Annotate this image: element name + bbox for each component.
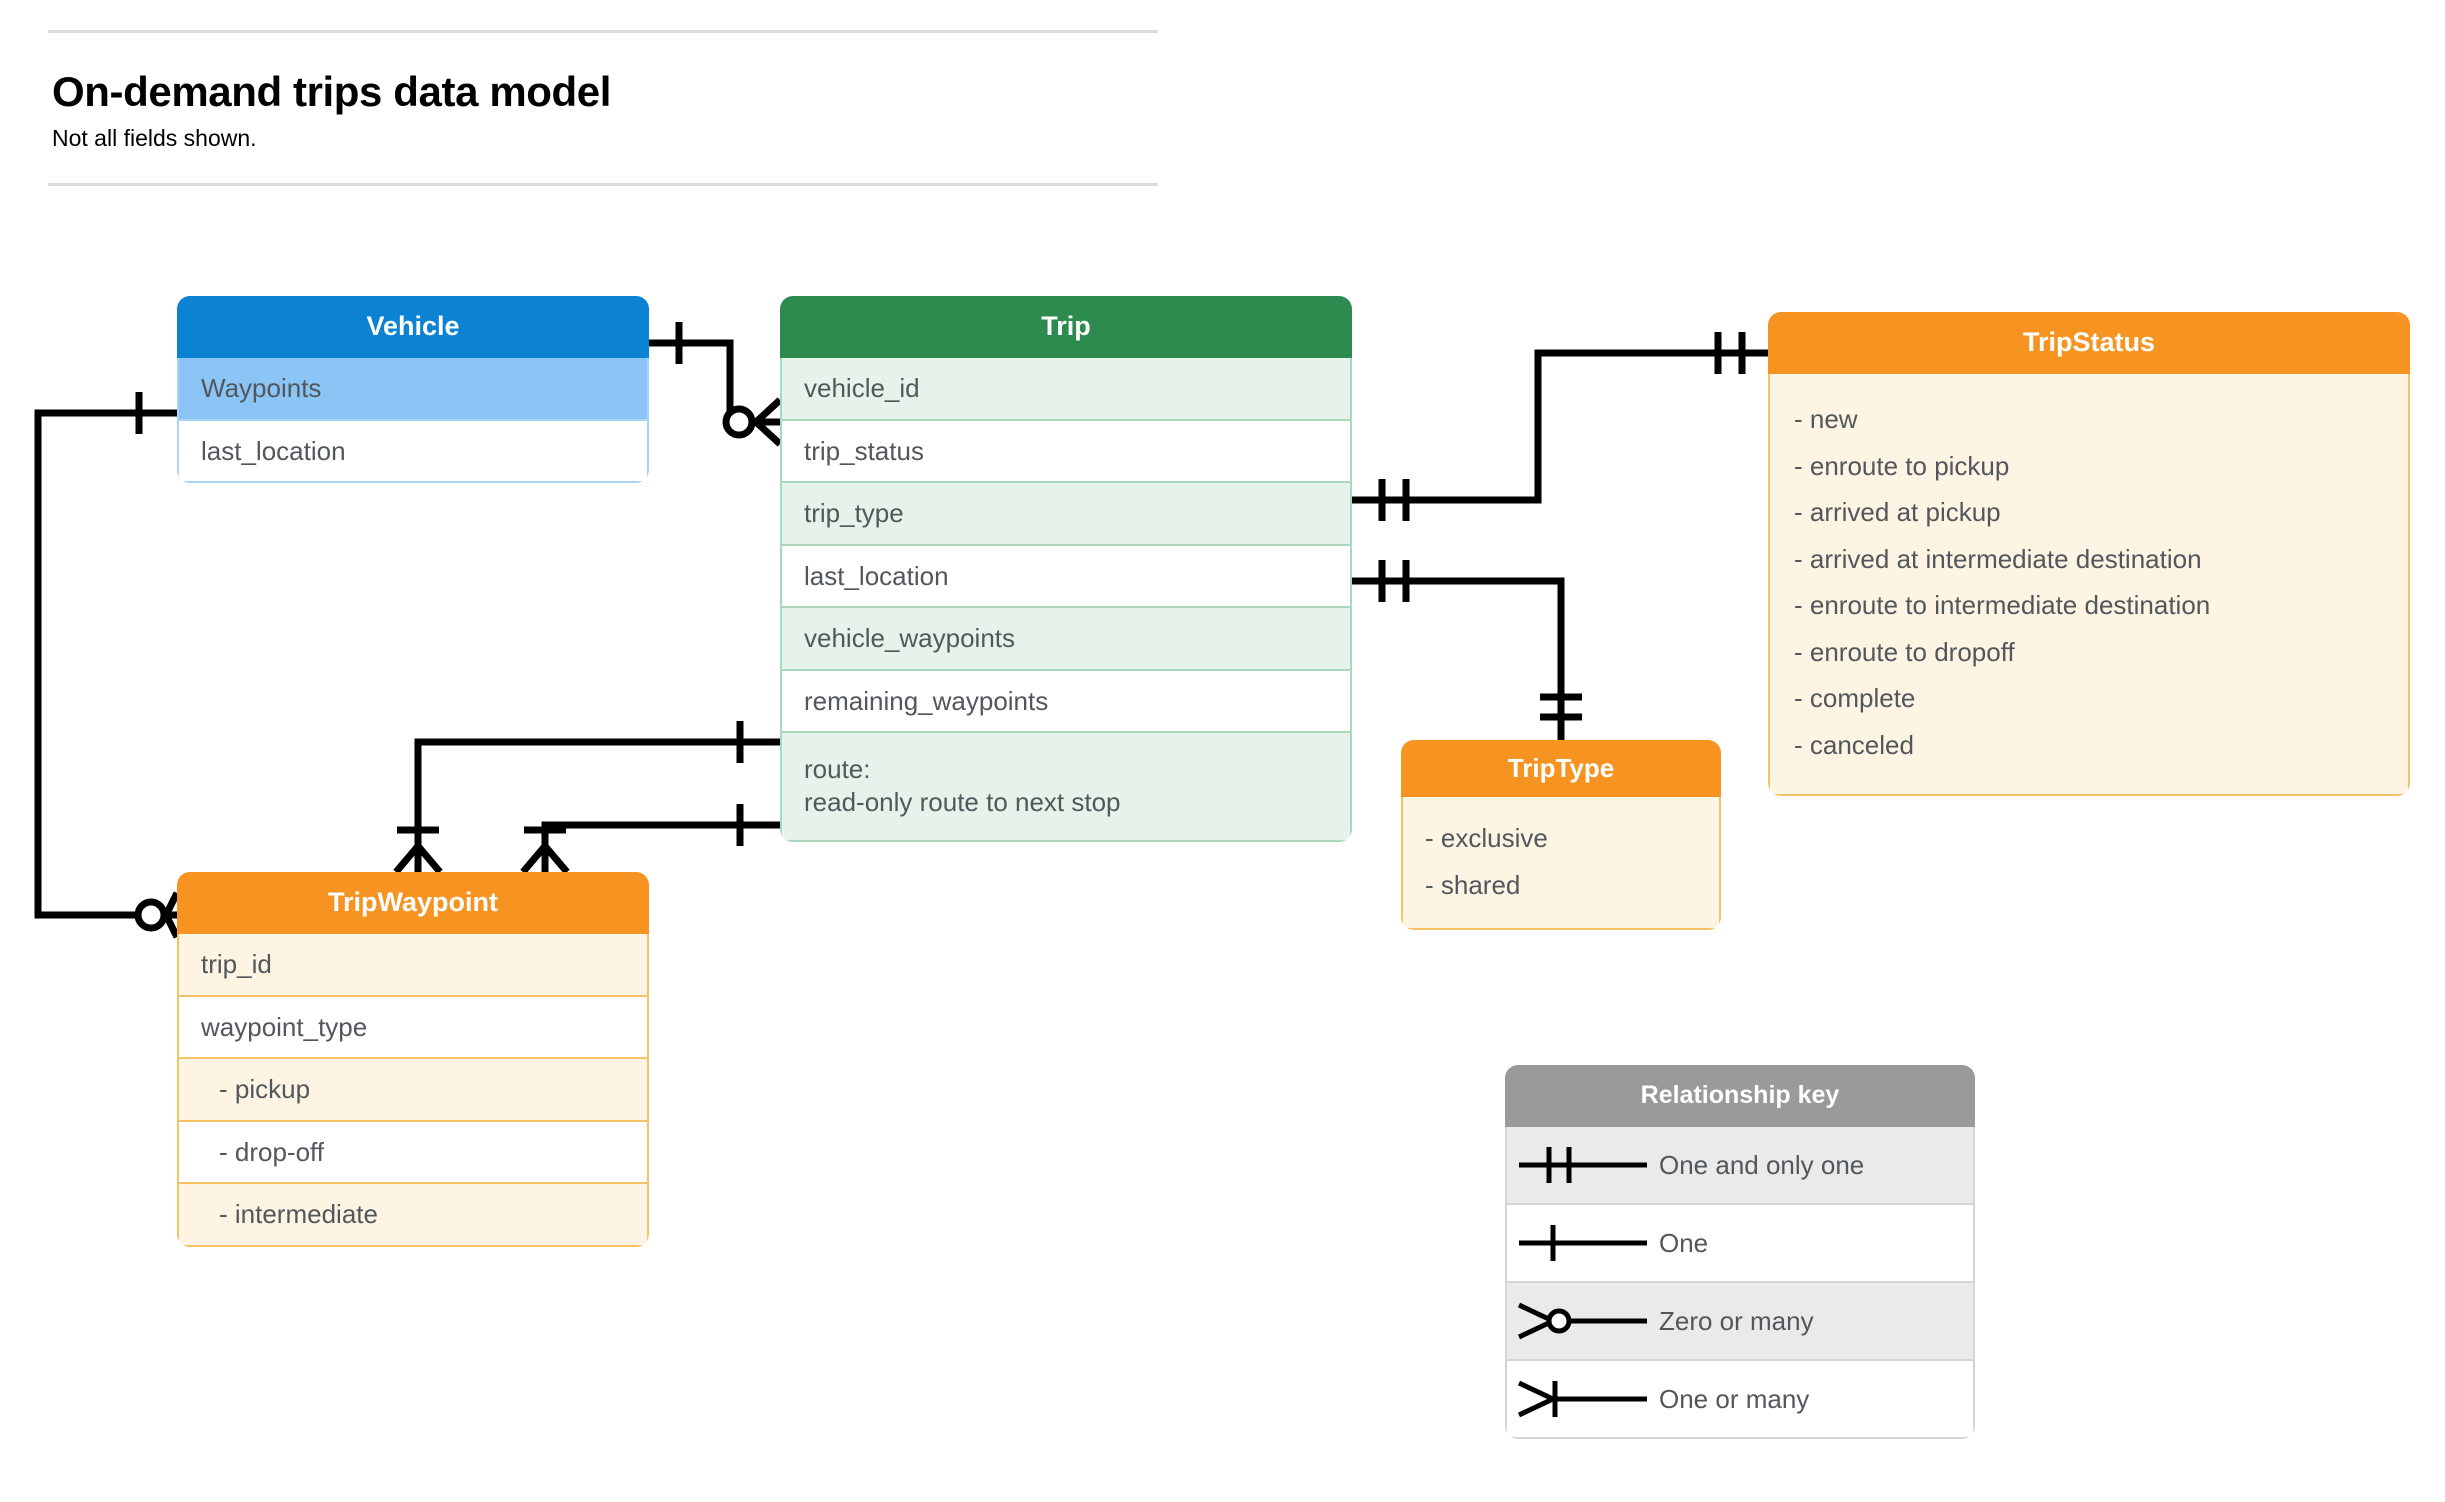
header-text-group: On-demand trips data model Not all field…	[48, 33, 1158, 183]
entity-triptype[interactable]: TripType - exclusive - shared	[1401, 740, 1721, 930]
enum-value: - shared	[1425, 869, 1521, 900]
field-row[interactable]: trip_type	[782, 483, 1350, 546]
legend-label: One	[1659, 1227, 1709, 1258]
entity-tripwaypoint-title: TripWaypoint	[177, 872, 649, 934]
one-icon	[1507, 1221, 1659, 1265]
edge-vehicle-waypoints-field	[414, 738, 780, 872]
enum-value: - enroute to dropoff	[1794, 636, 2015, 667]
entity-tripwaypoint[interactable]: TripWaypoint trip_id waypoint_type - pic…	[177, 872, 649, 1247]
field-row[interactable]: waypoint_type	[179, 996, 647, 1059]
legend-row: One	[1507, 1205, 1973, 1283]
entity-vehicle-title: Vehicle	[177, 296, 649, 358]
relationship-key-legend: Relationship key One and only one	[1505, 1065, 1975, 1439]
page-title: On-demand trips data model	[52, 68, 611, 115]
entity-tripwaypoint-body: trip_id waypoint_type - pickup - drop-of…	[177, 934, 649, 1247]
entity-triptype-body: - exclusive - shared	[1401, 797, 1721, 930]
field-row[interactable]: trip_status	[782, 420, 1350, 483]
page-subtitle: Not all fields shown.	[52, 125, 257, 152]
legend-row: One and only one	[1507, 1127, 1973, 1205]
legend-label: Zero or many	[1659, 1305, 1814, 1336]
enum-value: - enroute to pickup	[1794, 450, 2010, 481]
enum-value: - new	[1794, 404, 1858, 434]
edge-trip-triptype	[1352, 577, 1565, 740]
page-header: On-demand trips data model Not all field…	[48, 30, 1158, 186]
enum-value: - canceled	[1794, 729, 1914, 760]
one-and-only-one-icon	[1507, 1143, 1659, 1187]
entity-trip[interactable]: Trip vehicle_id trip_status trip_type la…	[780, 296, 1352, 842]
entity-vehicle-body: Waypoints last_location	[177, 358, 649, 483]
entity-triptype-title: TripType	[1401, 740, 1721, 797]
entity-trip-title: Trip	[780, 296, 1352, 358]
edge-remaining-waypoints-field	[541, 821, 780, 872]
one-or-many-icon	[1507, 1377, 1659, 1421]
enum-value: - complete	[1794, 683, 1916, 713]
edge-vehicle-trip	[649, 339, 780, 426]
entity-tripstatus-body: - new - enroute to pickup - arrived at p…	[1768, 374, 2410, 796]
field-row[interactable]: vehicle_id	[782, 358, 1350, 421]
field-row[interactable]: vehicle_waypoints	[782, 608, 1350, 671]
enum-value: - arrived at pickup	[1794, 497, 2001, 527]
enum-value: - enroute to intermediate destination	[1794, 590, 2211, 620]
entity-tripstatus-title: TripStatus	[1768, 312, 2410, 374]
legend-label: One or many	[1659, 1383, 1810, 1414]
header-rule-bottom	[48, 182, 1158, 186]
zero-or-many-icon	[1507, 1299, 1659, 1343]
edge-vehicle-waypoints-tripwaypoint	[34, 409, 177, 919]
entity-tripstatus[interactable]: TripStatus - new - enroute to pickup - a…	[1768, 312, 2410, 796]
legend-title: Relationship key	[1505, 1065, 1975, 1127]
enum-value: - drop-off	[179, 1121, 647, 1184]
legend-row: One or many	[1507, 1361, 1973, 1437]
route-label: route:	[804, 754, 871, 784]
edge-trip-tripstatus	[1352, 349, 1768, 504]
legend-body: One and only one One	[1505, 1127, 1975, 1439]
enum-value: - arrived at intermediate destination	[1794, 543, 2202, 574]
legend-row: Zero or many	[1507, 1283, 1973, 1361]
field-row-route[interactable]: route: read-only route to next stop	[782, 733, 1350, 840]
field-row[interactable]: last_location	[179, 420, 647, 481]
enum-value: - intermediate	[179, 1184, 647, 1245]
field-row[interactable]: last_location	[782, 545, 1350, 608]
entity-trip-body: vehicle_id trip_status trip_type last_lo…	[780, 358, 1352, 842]
field-row[interactable]: trip_id	[179, 934, 647, 997]
entity-vehicle[interactable]: Vehicle Waypoints last_location	[177, 296, 649, 483]
route-note: read-only route to next stop	[804, 786, 1121, 817]
header-rule-top	[48, 30, 1158, 33]
enum-value: - pickup	[179, 1059, 647, 1122]
field-row[interactable]: Waypoints	[179, 358, 647, 421]
legend-label: One and only one	[1659, 1149, 1865, 1180]
enum-value: - exclusive	[1425, 823, 1548, 853]
field-row[interactable]: remaining_waypoints	[782, 670, 1350, 733]
